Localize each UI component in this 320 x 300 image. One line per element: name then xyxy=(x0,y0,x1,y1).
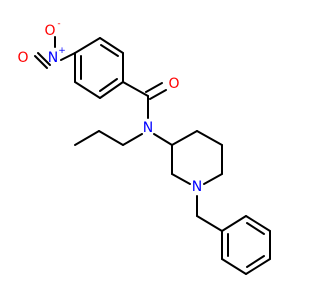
ring-b-bond-2 xyxy=(245,215,271,232)
piperidine-bond-1 xyxy=(171,130,198,146)
ring-a-bond-5 xyxy=(74,81,101,99)
piperidine-bond-4 xyxy=(203,173,223,185)
piperidine-bond-2 xyxy=(196,130,223,146)
bond-amide-n-propyl-c1 xyxy=(122,133,143,146)
ring-b-bond-4 xyxy=(245,258,271,275)
ring-a-inner-bond-2 xyxy=(99,78,118,92)
molecule-canvas: O - N + O O N N xyxy=(17,19,271,275)
bond-propyl-c1-c2 xyxy=(98,130,124,146)
atom-labels: O - N + O O N N xyxy=(17,19,202,195)
bond-propyl-c2-c3 xyxy=(74,130,100,146)
bond-carbonyl-double-a xyxy=(145,82,163,93)
nitrophenyl-ring xyxy=(74,37,124,99)
molecule-structure: O - N + O O N N xyxy=(17,19,271,275)
nitro-nitrogen-label: N xyxy=(48,50,58,66)
ring-a-bond-2 xyxy=(99,37,124,54)
ring-a-inner-bond-1 xyxy=(100,44,119,57)
nitro-oxygen-charge: - xyxy=(57,19,60,29)
nitro-nitrogen-charge: + xyxy=(58,46,66,56)
ring-a-bond-1 xyxy=(74,37,101,54)
bond-c1-nitro-n xyxy=(60,52,76,61)
bond-nitro-n-o-lower-a xyxy=(37,52,51,66)
bond-amide-n-piperidine-c3 xyxy=(153,133,173,146)
bond-ch2-phenyl xyxy=(196,215,223,232)
carbonyl-oxygen-label: O xyxy=(168,76,179,92)
nitro-group-bonds xyxy=(34,36,76,69)
ring-b-bond-1 xyxy=(221,215,247,232)
benzene-ring xyxy=(221,215,271,275)
ring-b-inner-bond-2 xyxy=(246,255,265,268)
propyl-chain xyxy=(74,130,143,146)
piperidine-bond-5 xyxy=(171,173,191,185)
amide-bonds xyxy=(122,81,167,119)
piperidine-ring xyxy=(171,130,223,185)
nitro-oxygen-lower-label: O xyxy=(17,50,28,66)
bond-nitro-n-o-lower-b xyxy=(34,55,48,69)
ring-b-inner-bond-1 xyxy=(246,222,265,235)
ring-a-bond-4 xyxy=(99,81,124,99)
benzyl-group xyxy=(196,195,223,232)
amide-nitrogen-label: N xyxy=(143,120,153,136)
bond-ring-carbonyl-c xyxy=(122,81,149,97)
ring-b-bond-5 xyxy=(221,258,247,275)
piperidine-nitrogen-label: N xyxy=(192,179,202,195)
bond-carbonyl-double-b xyxy=(149,89,167,100)
nitro-oxygen-upper-label: O xyxy=(44,23,55,39)
